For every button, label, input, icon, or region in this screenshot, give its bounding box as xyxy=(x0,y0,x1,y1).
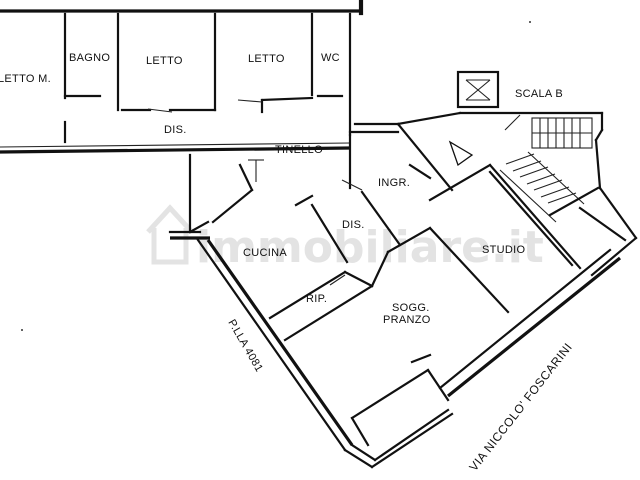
room-label-ingr: INGR. xyxy=(378,177,410,189)
scan-dot xyxy=(21,329,23,331)
upper-wing-walls xyxy=(0,0,364,154)
lower-wing-walls xyxy=(168,163,638,469)
room-label-rip: RIP. xyxy=(306,293,327,305)
room-label-wc: WC xyxy=(321,52,340,64)
room-label-bagno: BAGNO xyxy=(69,52,110,64)
watermark: immobiliare.it xyxy=(146,204,544,273)
room-label-dis-1: DIS. xyxy=(164,124,187,136)
room-label-dis-2: DIS. xyxy=(342,219,365,231)
stair-lower xyxy=(499,151,600,223)
room-label-letto-2: LETTO xyxy=(248,53,285,65)
scan-dot xyxy=(529,21,531,23)
stair-upper xyxy=(531,117,593,149)
street-name-label: VIA NICCOLO' FOSCARINI xyxy=(466,340,575,474)
center-walls xyxy=(188,70,604,264)
room-label-tinello: TINELLO xyxy=(275,144,323,156)
room-label-pranzo: PRANZO xyxy=(383,314,431,326)
room-label-letto-m: LETTO M. xyxy=(0,73,51,85)
room-label-cucina: CUCINA xyxy=(243,247,287,259)
watermark-text: immobiliare.it xyxy=(196,222,544,273)
room-label-studio: STUDIO xyxy=(482,244,525,256)
room-label-letto-1: LETTO xyxy=(146,55,183,67)
room-label-sogg: SOGG. xyxy=(392,302,430,314)
room-labels: LETTO M. BAGNO LETTO LETTO WC DIS. TINEL… xyxy=(0,52,563,326)
room-label-scala: SCALA B xyxy=(515,88,563,100)
